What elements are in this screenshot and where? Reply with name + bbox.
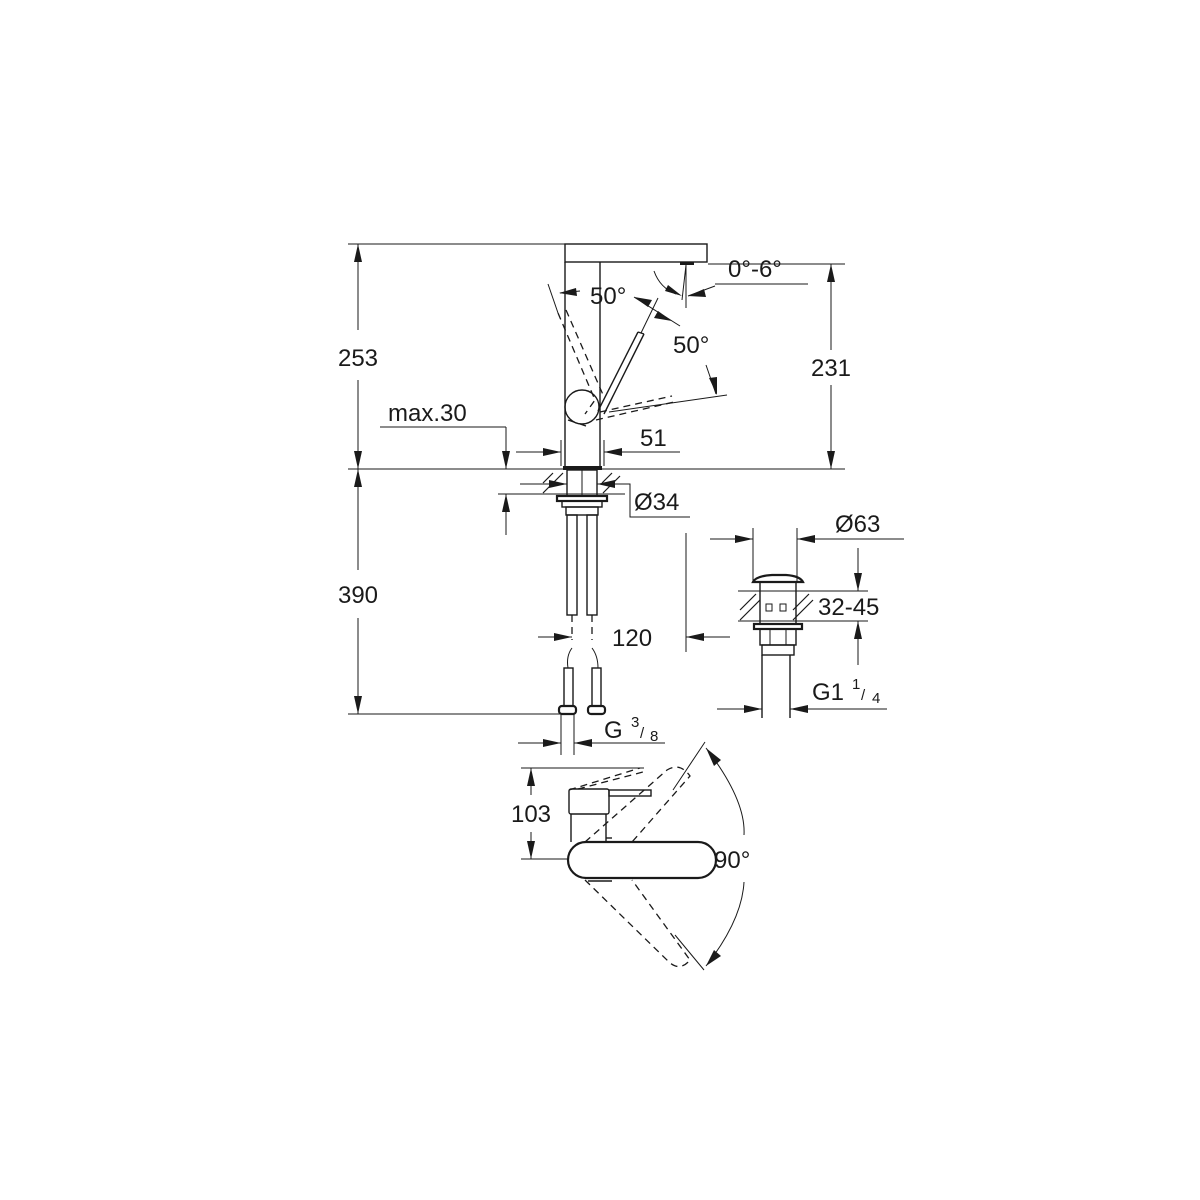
faucet-front-view <box>555 243 708 516</box>
dim-label-g-den: 8 <box>650 728 658 745</box>
dim-lever-angles: 50° 50° <box>547 283 728 413</box>
aerator <box>680 262 694 265</box>
dim-label-d63: Ø63 <box>835 511 880 538</box>
dim-below-counter: 390 <box>338 469 560 715</box>
dim-label-51: 51 <box>640 425 667 452</box>
dim-label-32-45: 32-45 <box>818 594 879 621</box>
dim-spout-height: 231 <box>620 263 851 470</box>
spout-arm <box>564 243 708 263</box>
faucet-top-view <box>566 766 718 968</box>
dim-label-120: 120 <box>612 625 652 652</box>
dim-waste-thread: G1 1 / 4 <box>717 676 887 713</box>
counter-top <box>348 468 625 495</box>
dim-label-lever-back: 50° <box>590 283 626 310</box>
dim-label-g: G <box>604 717 623 744</box>
dim-label-103: 103 <box>511 801 551 828</box>
dim-hose-thread: G 3 / 8 <box>518 714 665 747</box>
dim-spout-swivel: 90° <box>672 741 750 971</box>
dim-max-counter: max.30 <box>380 400 510 535</box>
dim-hose-length: 120 <box>538 533 730 652</box>
dim-label-g1-den: 4 <box>872 690 880 707</box>
dim-shank-diameter: Ø34 <box>520 480 690 518</box>
lever-hub <box>564 389 600 425</box>
dim-label-g-num: 3 <box>631 714 639 731</box>
dim-label-90: 90° <box>714 847 750 874</box>
dim-label-d34: Ø34 <box>634 489 679 516</box>
popup-waste <box>738 573 868 718</box>
fraction-slash: / <box>861 687 866 704</box>
dim-label-253: 253 <box>338 345 378 372</box>
fraction-slash: / <box>640 725 645 742</box>
dim-waste-diameter: Ø63 <box>710 511 904 582</box>
dim-body-width: 51 <box>516 425 680 466</box>
dim-label-g1: G1 <box>812 679 844 706</box>
dim-label-231: 231 <box>811 355 851 382</box>
dim-label-g1-num: 1 <box>852 676 860 693</box>
dim-label-max30: max.30 <box>388 400 467 427</box>
dim-label-aerator-tilt: 0°-6° <box>728 256 782 283</box>
dim-aerator-tilt: 0°-6° <box>653 256 808 308</box>
dim-total-height: 253 <box>338 243 565 469</box>
dim-label-390: 390 <box>338 582 378 609</box>
dim-spout-depth: 103 <box>511 767 644 860</box>
dim-waste-counter-range: 32-45 <box>818 548 879 665</box>
dim-label-lever-front: 50° <box>673 332 709 359</box>
supply-hoses <box>557 514 607 755</box>
